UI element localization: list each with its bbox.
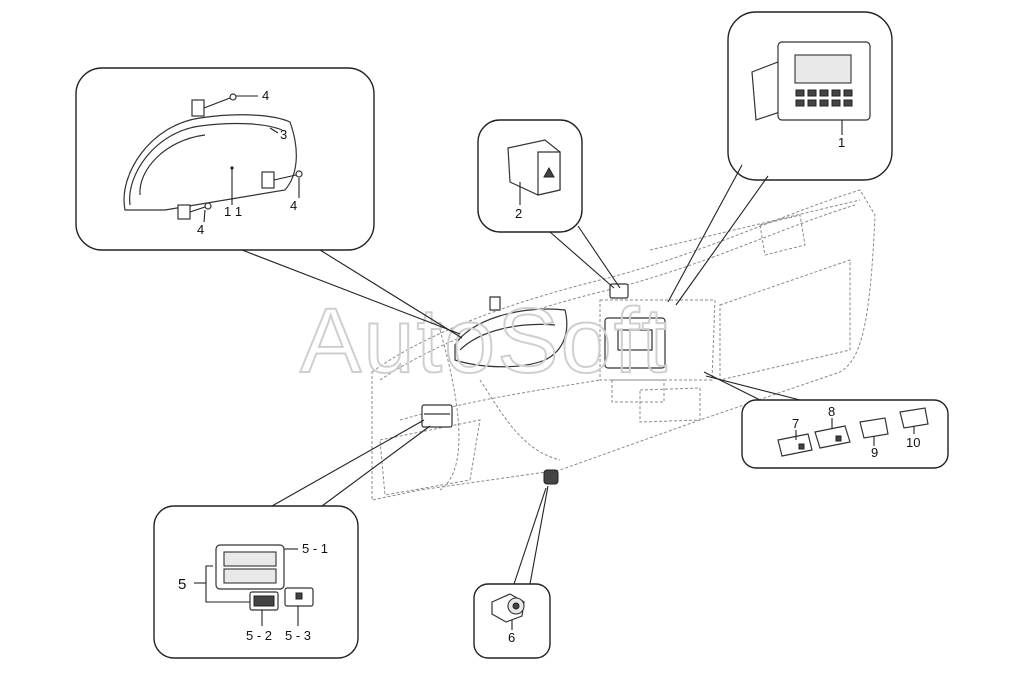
label-cluster: 3 [280,127,287,142]
label-vent-5-3: 5 - 3 [285,628,311,643]
label-vent-5-1: 5 - 1 [302,541,328,556]
switch-7 [777,433,813,457]
watermark-text: AutoSoft [300,290,669,392]
leader-radio [667,164,769,306]
label-switch-10: 10 [906,435,920,450]
label-cluster-bolt-bottom: 4 [197,222,204,237]
ignition-switch [491,593,525,630]
leader-vent-assembly [271,419,431,507]
dash-vent [421,404,453,428]
dash-hazard-switch [609,283,629,299]
label-radio: 1 [838,135,845,150]
radio-buttons [795,89,853,107]
leader-hazard-switch [549,225,621,289]
label-cluster-bolt-top: 4 [262,88,269,103]
hazard-switch [507,139,561,205]
switch-10 [899,407,929,429]
dash-radio [604,317,666,403]
leader-ignition [513,485,549,585]
vent-5-1 [215,544,285,590]
label-vent-5-2: 5 - 2 [246,628,272,643]
instrument-cluster [123,93,303,220]
dash-instrument-cluster [454,296,568,368]
leader-instrument-cluster [241,249,463,339]
label-switch-7: 7 [792,416,799,431]
switch-9 [859,417,889,439]
cluster-leaders [203,95,300,223]
label-switch-9: 9 [871,445,878,460]
dash-ignition-switch [543,469,559,485]
vent-leaders [194,548,299,626]
switch-8 [814,425,851,449]
leader-switches [703,371,801,401]
label-hazard-switch: 2 [515,206,522,221]
vent-5-3 [284,587,314,607]
label-switch-8: 8 [828,404,835,419]
radio-unit [751,41,871,135]
cluster-center-dot [230,166,234,170]
label-ignition: 6 [508,630,515,645]
label-cluster-body: 1 1 [224,204,242,219]
label-vent-assembly: 5 [178,576,186,593]
vent-5-2 [249,591,279,611]
label-cluster-bolt-right: 4 [290,198,297,213]
